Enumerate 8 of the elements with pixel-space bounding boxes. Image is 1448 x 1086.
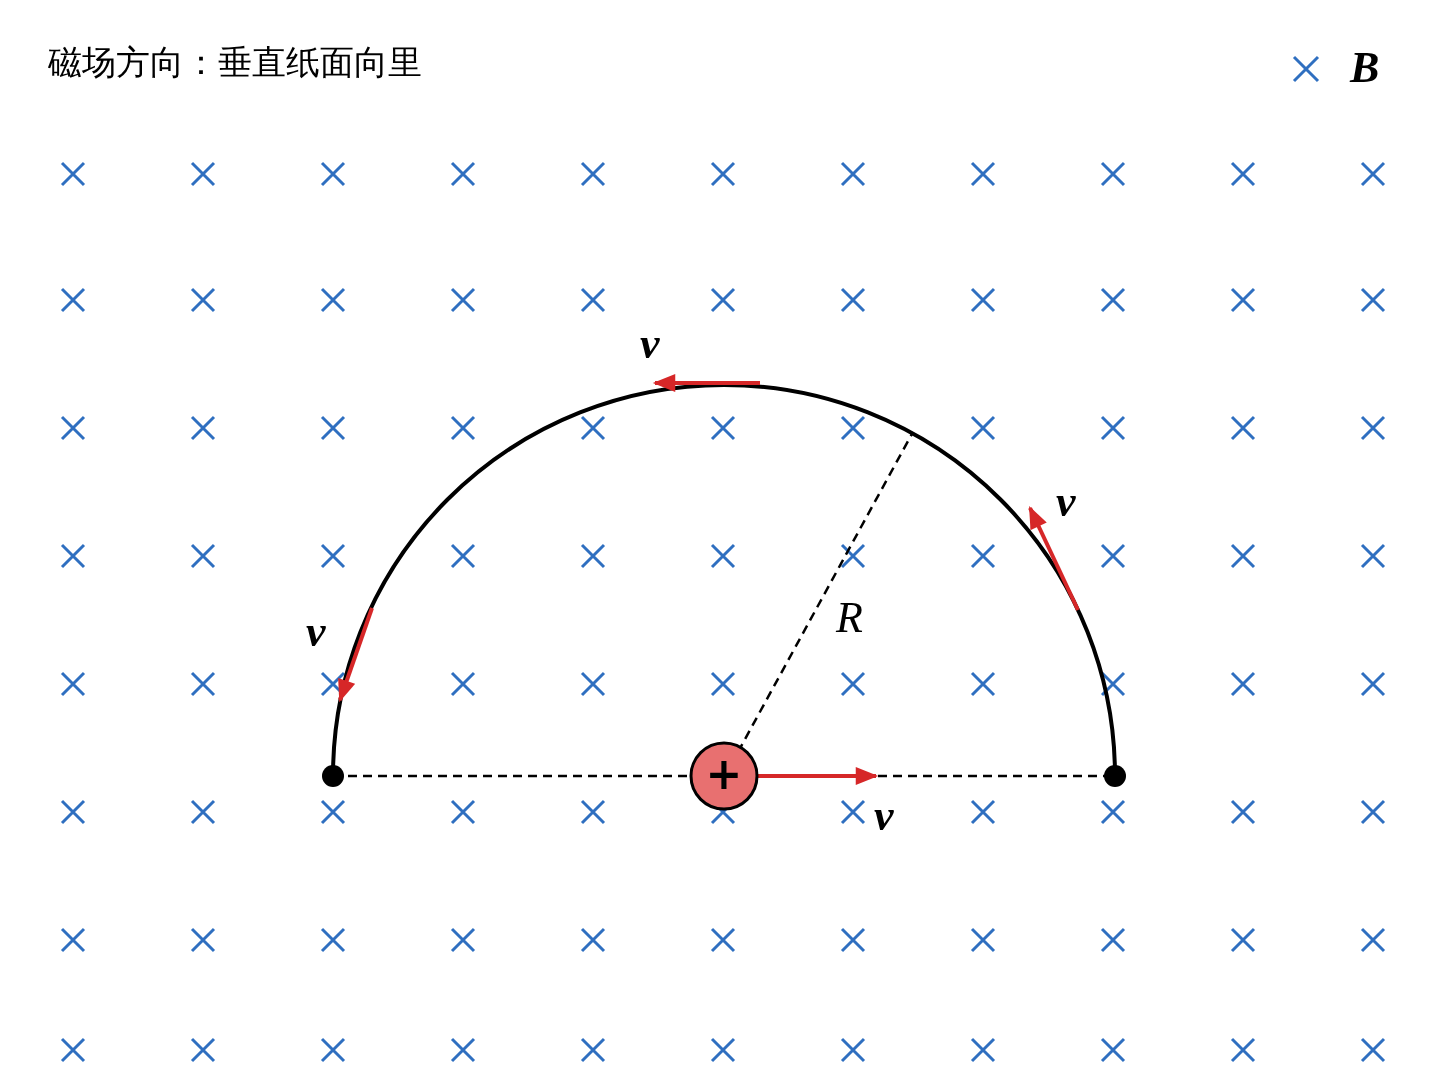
title-text: 磁场方向：垂直纸面向里 [48,46,422,80]
radius-label: R [836,596,863,640]
velocity-label: v [1056,480,1076,524]
velocity-label: v [640,322,660,366]
legend-label: B [1350,46,1380,90]
velocity-label: v [874,794,894,838]
positive-charge: + [689,741,759,811]
velocity-label: v [306,610,326,654]
